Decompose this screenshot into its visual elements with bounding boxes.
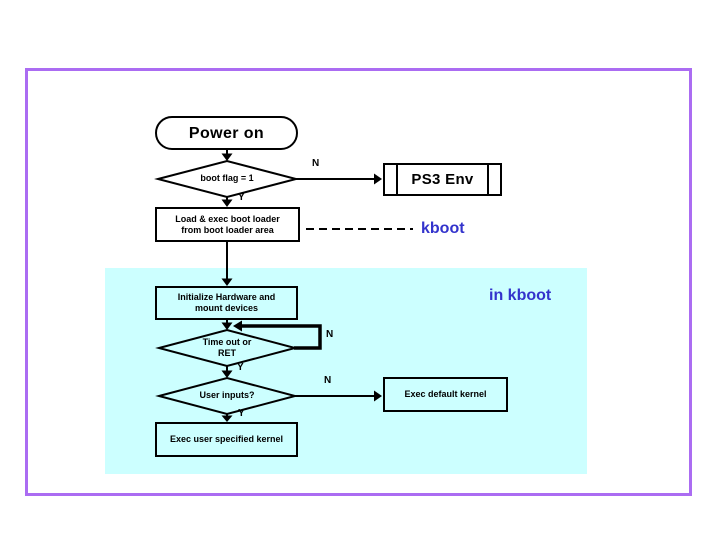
process-load-boot-loader-line2: from boot loader area <box>181 224 274 235</box>
branch-label-userinputs-y: Y <box>238 408 245 419</box>
branch-label-bootflag-n: N <box>312 158 320 169</box>
loop-timeout-no <box>242 324 322 350</box>
arrowhead-loop-timeout-no <box>233 320 242 332</box>
terminator-power-on: Power on <box>155 116 298 150</box>
branch-label-bootflag-y: Y <box>238 192 245 203</box>
process-load-boot-loader: Load & exec boot loader from boot loader… <box>155 207 300 242</box>
arrowhead-poweron-bootflag <box>221 153 233 161</box>
terminator-power-on-label: Power on <box>188 124 265 142</box>
arrowhead-bootflag-ps3env <box>374 173 382 185</box>
decision-timeout-line2: RET <box>218 348 236 358</box>
pproc-left-bar <box>396 165 398 194</box>
decision-boot-flag-label: boot flag = 1 <box>200 173 254 183</box>
process-init-hardware-line1: Initialize Hardware and <box>177 292 276 302</box>
diagram-frame <box>25 68 692 496</box>
annotation-in-kboot: in kboot <box>489 287 552 304</box>
decision-user-inputs-label: User inputs? <box>199 390 255 400</box>
arrowhead-timeout-userinputs <box>221 370 233 378</box>
arrowhead-loadloader-inithw <box>221 278 233 286</box>
branch-label-timeout-n: N <box>326 329 334 340</box>
process-exec-default-kernel: Exec default kernel <box>383 377 508 412</box>
arrowhead-bootflag-loadloader <box>221 199 233 207</box>
process-exec-user-kernel: Exec user specified kernel <box>155 422 298 457</box>
process-exec-default-kernel-label: Exec default kernel <box>404 389 487 399</box>
pproc-right-bar <box>487 165 489 194</box>
process-init-hardware-line2: mount devices <box>194 303 259 313</box>
branch-label-timeout-y: Y <box>237 362 244 373</box>
process-init-hardware: Initialize Hardware and mount devices <box>155 286 298 320</box>
arrowhead-userinputs-execuser <box>221 415 233 422</box>
decision-timeout-label: Time out or RET <box>159 337 295 359</box>
branch-label-userinputs-n: N <box>324 375 332 386</box>
in-kboot-region <box>105 268 587 474</box>
process-exec-user-kernel-label: Exec user specified kernel <box>169 434 284 444</box>
arrowhead-userinputs-execdefault <box>374 390 382 402</box>
arrowhead-inithw-timeout <box>221 322 233 330</box>
predefined-process-ps3-env: PS3 Env <box>383 163 502 196</box>
decision-timeout-line1: Time out or <box>202 337 252 347</box>
annotation-kboot: kboot <box>421 220 465 237</box>
process-load-boot-loader-line1: Load & exec boot loader <box>175 213 280 224</box>
predefined-process-ps3-env-label: PS3 Env <box>411 171 474 188</box>
